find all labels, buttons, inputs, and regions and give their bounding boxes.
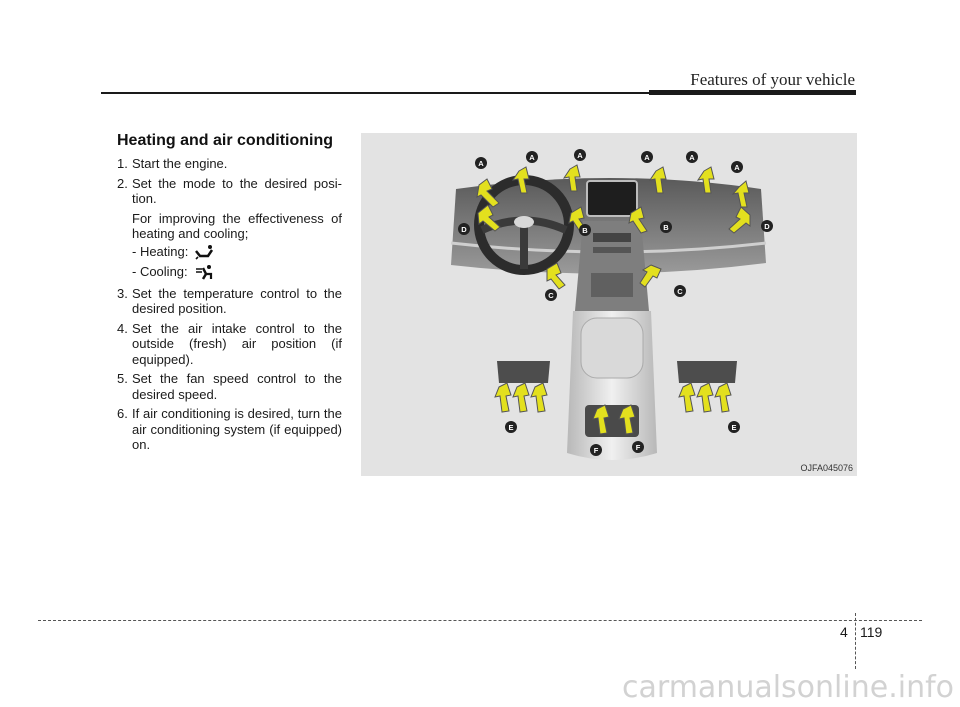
step-5: 5. Set the fan speed control to the desi… [117, 371, 342, 402]
step-number: 4. [117, 320, 128, 336]
heating-line: - Heating: [132, 242, 342, 262]
vent-badge-a-1: A [475, 157, 487, 169]
floor-vent-right [677, 361, 737, 383]
figure-code: OJFA045076 [800, 463, 853, 473]
svg-text:D: D [461, 225, 467, 234]
step-3: 3. Set the temperature control to the de… [117, 286, 342, 317]
vent-badge-a-2: A [526, 151, 538, 163]
vent-badge-b-2: B [660, 221, 672, 233]
vent-badge-d-2: D [761, 220, 773, 232]
step-1: 1. Start the engine. [117, 156, 342, 172]
vent-badge-a-4: A [641, 151, 653, 163]
svg-text:A: A [734, 163, 740, 172]
floor-vent-left [497, 361, 550, 383]
section-title: Heating and air conditioning [117, 132, 333, 149]
vent-badge-f-1: F [590, 444, 602, 456]
svg-text:A: A [529, 153, 535, 162]
svg-text:D: D [764, 222, 770, 231]
step-text: Start the engine. [132, 156, 228, 171]
step-text: Set the temperature control to the desir… [132, 285, 342, 317]
svg-text:C: C [677, 287, 683, 296]
step-2-note: For improving the effectiveness of heati… [132, 210, 342, 242]
vent-badge-d-1: D [458, 223, 470, 235]
svg-text:B: B [582, 226, 588, 235]
svg-text:F: F [594, 446, 599, 455]
dashboard-vent-figure: A A A A A A B B C C D D E E F F OJFA0450… [361, 133, 857, 476]
dashboard-illustration: A A A A A A B B C C D D E E F F [450, 149, 773, 460]
step-text: Set the air intake control to the outsid… [132, 320, 342, 367]
face-mode-icon [195, 264, 212, 280]
step-number: 6. [117, 406, 128, 421]
chapter-number: 4 [840, 624, 848, 640]
cooling-label: - Cooling: [132, 263, 188, 279]
svg-text:A: A [577, 151, 583, 160]
vent-badge-a-5: A [686, 151, 698, 163]
vent-badge-a-3: A [574, 149, 586, 161]
step-2: 2. Set the mode to the desired posi-tion… [117, 176, 342, 282]
step-6: 6. If air conditioning is desired, turn … [117, 406, 342, 453]
header-rule-accent [649, 90, 856, 95]
center-screen [586, 180, 638, 217]
vent-badge-e-2: E [728, 421, 740, 433]
vent-label-badges: A A A A A A B B C C D D E E F F [458, 149, 773, 456]
step-text: Set the mode to the desired posi-tion. [132, 175, 342, 207]
steps-list: 1. Start the engine. 2. Set the mode to … [117, 156, 342, 457]
svg-text:A: A [478, 159, 484, 168]
step-number: 2. [117, 175, 128, 191]
header-title: Features of your vehicle [690, 70, 855, 89]
step-number: 5. [117, 371, 128, 386]
step-number: 1. [117, 156, 128, 171]
vent-badge-c-1: C [545, 289, 557, 301]
vent-badge-e-1: E [505, 421, 517, 433]
vent-badge-b-1: B [579, 224, 591, 236]
footer-rule [38, 620, 922, 621]
step-text: If air conditioning is desired, turn the… [132, 406, 342, 452]
vent-badge-a-6: A [731, 161, 743, 173]
vent-badge-c-2: C [674, 285, 686, 297]
heating-label: - Heating: [132, 243, 189, 259]
step-4: 4. Set the air intake control to the out… [117, 321, 342, 368]
floor-mode-icon [195, 244, 214, 260]
svg-text:E: E [731, 423, 736, 432]
svg-text:A: A [644, 153, 650, 162]
svg-text:F: F [636, 443, 641, 452]
vent-badge-f-2: F [632, 441, 644, 453]
step-number: 3. [117, 285, 128, 301]
svg-text:C: C [548, 291, 554, 300]
svg-text:B: B [663, 223, 669, 232]
watermark: carmanualsonline.info [622, 670, 954, 705]
page-number: 119 [860, 624, 883, 640]
svg-text:E: E [508, 423, 513, 432]
page-divider [855, 613, 856, 669]
header-rule [101, 92, 856, 94]
cooling-line: - Cooling: [132, 262, 342, 282]
step-text: Set the fan speed control to the desired… [132, 371, 342, 402]
svg-text:A: A [689, 153, 695, 162]
